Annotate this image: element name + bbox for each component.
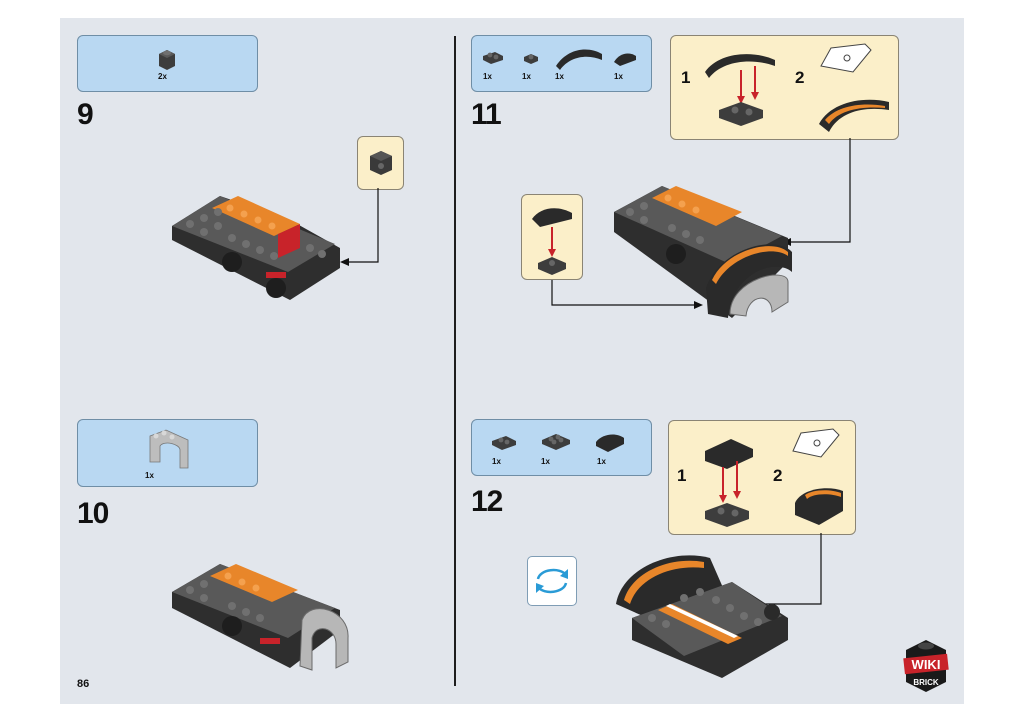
- plate-1x2-icon: [483, 52, 503, 64]
- parts-callout-step-9: 2x: [77, 35, 258, 92]
- part-qty: 1x: [522, 72, 531, 81]
- logo-text-brick: BRICK: [913, 678, 939, 687]
- part-qty: 1x: [614, 72, 623, 81]
- model-step-11: [614, 186, 792, 318]
- wikibrick-logo: WIKI BRICK: [898, 636, 954, 694]
- parts-callout-step-12: 1x 1x 1x: [471, 419, 652, 476]
- substep-2-illustration: [819, 43, 889, 132]
- subassembly-callout-step-11-left: [521, 194, 583, 280]
- wikibrick-logo-mark: WIKI BRICK: [903, 640, 949, 692]
- model-step-10: [172, 564, 349, 671]
- column-divider: [454, 36, 456, 686]
- step-number-11: 11: [471, 98, 502, 131]
- step-number-9: 9: [77, 98, 94, 131]
- part-qty: 1x: [483, 72, 492, 81]
- substep-number: 2: [773, 466, 783, 485]
- part-qty: 1x: [541, 457, 550, 466]
- plate-1x2-icon: [492, 436, 516, 450]
- rotate-icon: [536, 568, 568, 594]
- slope-on-tile-illustration: [532, 208, 572, 275]
- substep-1-illustration: [705, 54, 775, 126]
- part-qty: 1x: [555, 72, 564, 81]
- part-qty: 2x: [158, 72, 167, 81]
- substep-number: 1: [677, 466, 687, 485]
- model-step-12: [616, 555, 788, 678]
- step-number-10: 10: [77, 497, 109, 530]
- model-step-9: [172, 196, 340, 300]
- logo-text-wiki: WIKI: [912, 657, 941, 672]
- round-brick-1x1-icon: [159, 50, 175, 70]
- round-brick-icon: [370, 151, 392, 175]
- subassembly-callout-step-9: [357, 136, 404, 190]
- part-qty: 1x: [597, 457, 606, 466]
- part-qty: 1x: [145, 471, 154, 480]
- page-number: 86: [77, 678, 90, 690]
- subassembly-callout-step-11: 1 2: [670, 35, 899, 140]
- step-number-12: 12: [471, 485, 503, 518]
- subassembly-callout-step-12: 1 2: [668, 420, 856, 535]
- substep-number: 2: [795, 68, 805, 87]
- rotate-model-indicator: [527, 556, 577, 606]
- curved-slope-icon: [556, 49, 602, 70]
- part-qty: 1x: [492, 457, 501, 466]
- small-slope-icon: [614, 53, 636, 66]
- slope-2x2-icon: [596, 434, 624, 452]
- substep-1-illustration: [705, 439, 753, 527]
- parts-callout-step-11: 1x 1x 1x 1x: [471, 35, 652, 92]
- parts-callout-step-10: 1x: [77, 419, 258, 487]
- plate-2x2-icon: [542, 434, 570, 450]
- arch-icon: [149, 429, 189, 469]
- substep-number: 1: [681, 68, 691, 87]
- substep-2-illustration: [792, 428, 843, 525]
- tile-1x1-icon: [524, 54, 538, 64]
